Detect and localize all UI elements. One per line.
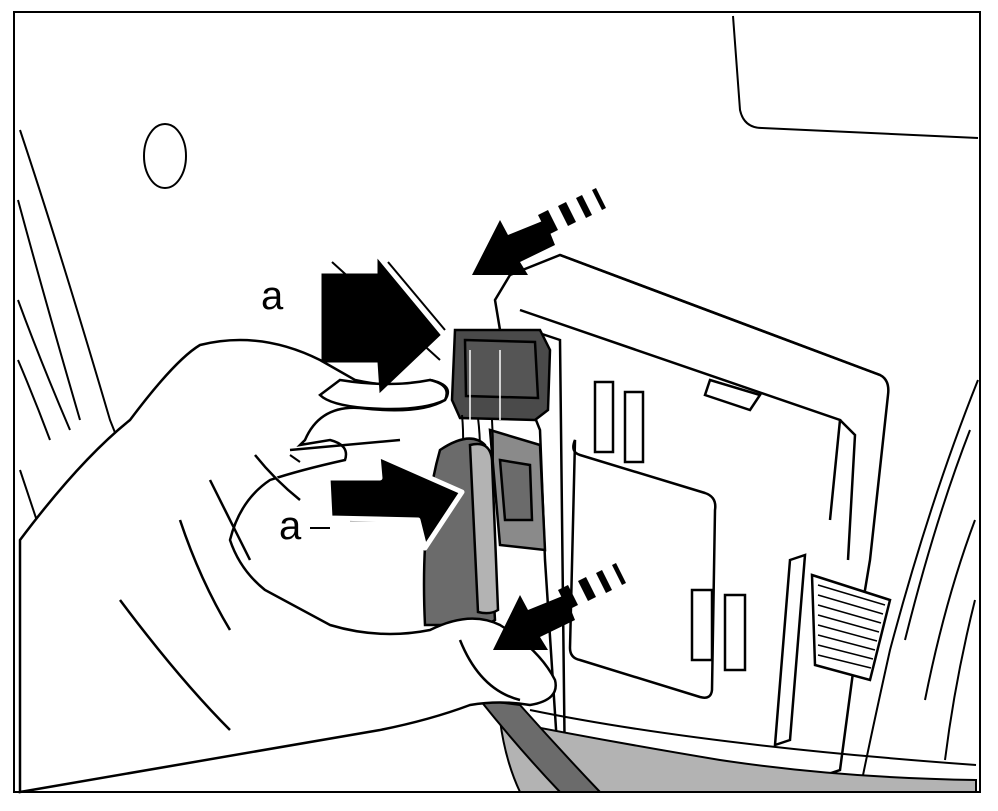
- thumb: [318, 378, 448, 411]
- cable-bundle: [477, 698, 977, 793]
- direction-arrow-icon: [472, 188, 606, 275]
- label-a-lower: a: [277, 504, 304, 548]
- background-lines: [17, 15, 979, 561]
- press-arrow-icon: [321, 258, 441, 394]
- leader-lines: [289, 454, 330, 529]
- direction-arrow-icon-lower: [493, 563, 626, 650]
- harness-connector: [450, 328, 552, 552]
- side-clip: [817, 584, 886, 669]
- press-arrow-icon-lower: [325, 452, 465, 551]
- label-a-upper: a: [261, 274, 284, 318]
- hands: [18, 338, 557, 794]
- right-trim: [859, 379, 979, 791]
